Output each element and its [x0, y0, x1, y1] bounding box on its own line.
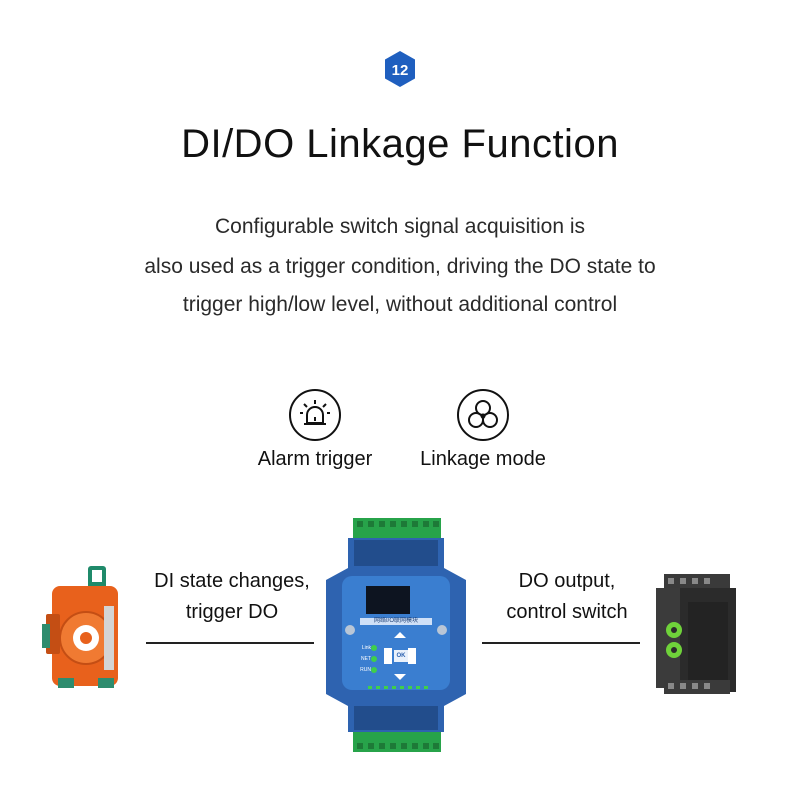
device-indicator-link: Link	[361, 645, 371, 651]
left-connector-line	[146, 642, 314, 644]
description-line-3: trigger high/low level, without addition…	[182, 293, 618, 316]
alarm-beacon-icon	[289, 389, 341, 441]
description-line-2: also used as a trigger condition, drivin…	[144, 255, 656, 278]
feature-label-linkage: Linkage mode	[420, 448, 546, 470]
device-indicator-net: NET	[361, 656, 371, 662]
linkage-cycle-icon	[457, 389, 509, 441]
relay-module-image	[654, 574, 740, 696]
feature-label-alarm: Alarm trigger	[257, 448, 373, 470]
right-caption-line-1: DO output,	[518, 570, 616, 592]
page-title: DI/DO Linkage Function	[181, 122, 619, 166]
right-caption-line-2: control switch	[506, 601, 628, 623]
limit-switch-image	[42, 566, 122, 694]
description-line-1: Configurable switch signal acquisition i…	[214, 215, 586, 238]
device-indicator-run: RUN	[360, 667, 371, 673]
io-module-device: 网络I/O联网模块 OK Link NET RUN	[320, 518, 470, 752]
left-caption-line-1: DI state changes,	[154, 570, 310, 592]
device-screen-title: 网络I/O联网模块	[373, 618, 418, 624]
step-number-badge: 12	[383, 50, 417, 88]
device-ok-button: OK	[396, 653, 406, 659]
badge-number: 12	[392, 62, 409, 79]
right-connector-line	[482, 642, 640, 644]
left-caption-line-2: trigger DO	[185, 601, 279, 623]
